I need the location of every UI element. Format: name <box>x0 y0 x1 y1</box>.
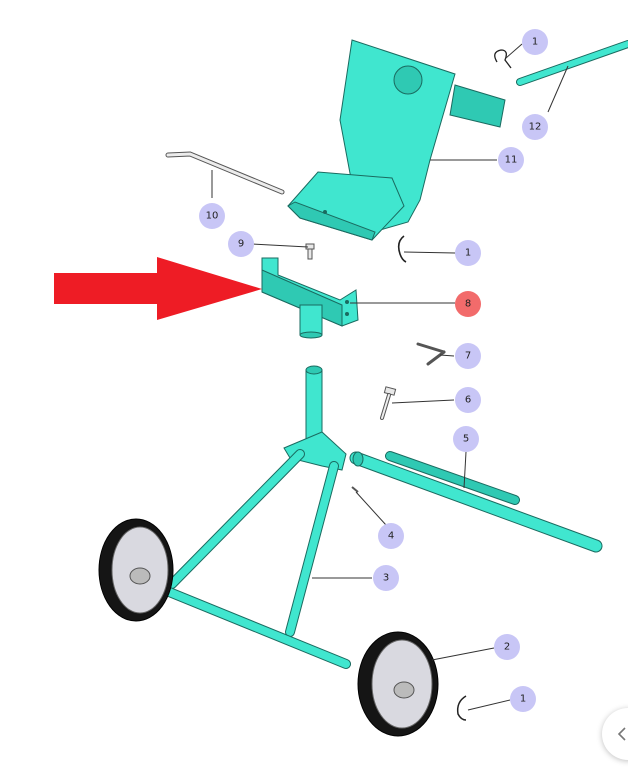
callout-2: 2 <box>494 634 520 660</box>
svg-text:9: 9 <box>238 239 244 250</box>
part-8-seat-mount <box>261 257 359 339</box>
chevron-left-icon <box>617 727 626 741</box>
part-11-seat <box>287 39 506 241</box>
part-7-pin <box>416 342 446 366</box>
part-1-clip-bottom <box>456 695 467 721</box>
part-12-rod <box>516 40 628 86</box>
callout-1-bottom: 1 <box>510 686 536 712</box>
leader-lines <box>211 43 569 711</box>
callout-10: 10 <box>199 203 225 229</box>
red-pointer-arrow <box>54 257 262 320</box>
svg-text:4: 4 <box>388 531 394 542</box>
svg-text:1: 1 <box>465 248 471 259</box>
part-2-wheel <box>357 631 439 737</box>
callout-1-middle: 1 <box>455 240 481 266</box>
part-6-bolt <box>380 386 397 420</box>
callout-1-top: 1 <box>522 29 548 55</box>
svg-text:1: 1 <box>520 694 526 705</box>
callout-9: 9 <box>228 231 254 257</box>
callout-11: 11 <box>498 147 524 173</box>
left-wheel <box>98 518 174 622</box>
svg-text:2: 2 <box>504 642 510 653</box>
svg-text:11: 11 <box>505 155 518 166</box>
callout-7: 7 <box>455 343 481 369</box>
part-3-frame <box>125 365 351 669</box>
svg-text:8: 8 <box>465 299 471 310</box>
callout-12: 12 <box>522 114 548 140</box>
callout-5: 5 <box>453 426 479 452</box>
part-10-bent-rod <box>165 151 285 195</box>
callout-4: 4 <box>378 523 404 549</box>
callout-6: 6 <box>455 387 481 413</box>
svg-text:3: 3 <box>383 573 389 584</box>
callout-8-highlighted: 8 <box>455 291 481 317</box>
callout-3: 3 <box>373 565 399 591</box>
svg-text:5: 5 <box>463 434 469 445</box>
svg-text:12: 12 <box>529 122 542 133</box>
part-1-clip-top <box>494 49 512 69</box>
part-1-clip-middle <box>397 235 407 263</box>
callouts: 1 12 11 10 9 1 8 7 <box>199 29 548 712</box>
svg-text:6: 6 <box>465 395 471 406</box>
part-5-handle <box>349 451 603 553</box>
part-4-pin <box>351 486 359 493</box>
svg-text:7: 7 <box>465 351 471 362</box>
part-9-bolt <box>305 243 315 260</box>
svg-text:1: 1 <box>532 37 538 48</box>
svg-text:10: 10 <box>206 211 219 222</box>
